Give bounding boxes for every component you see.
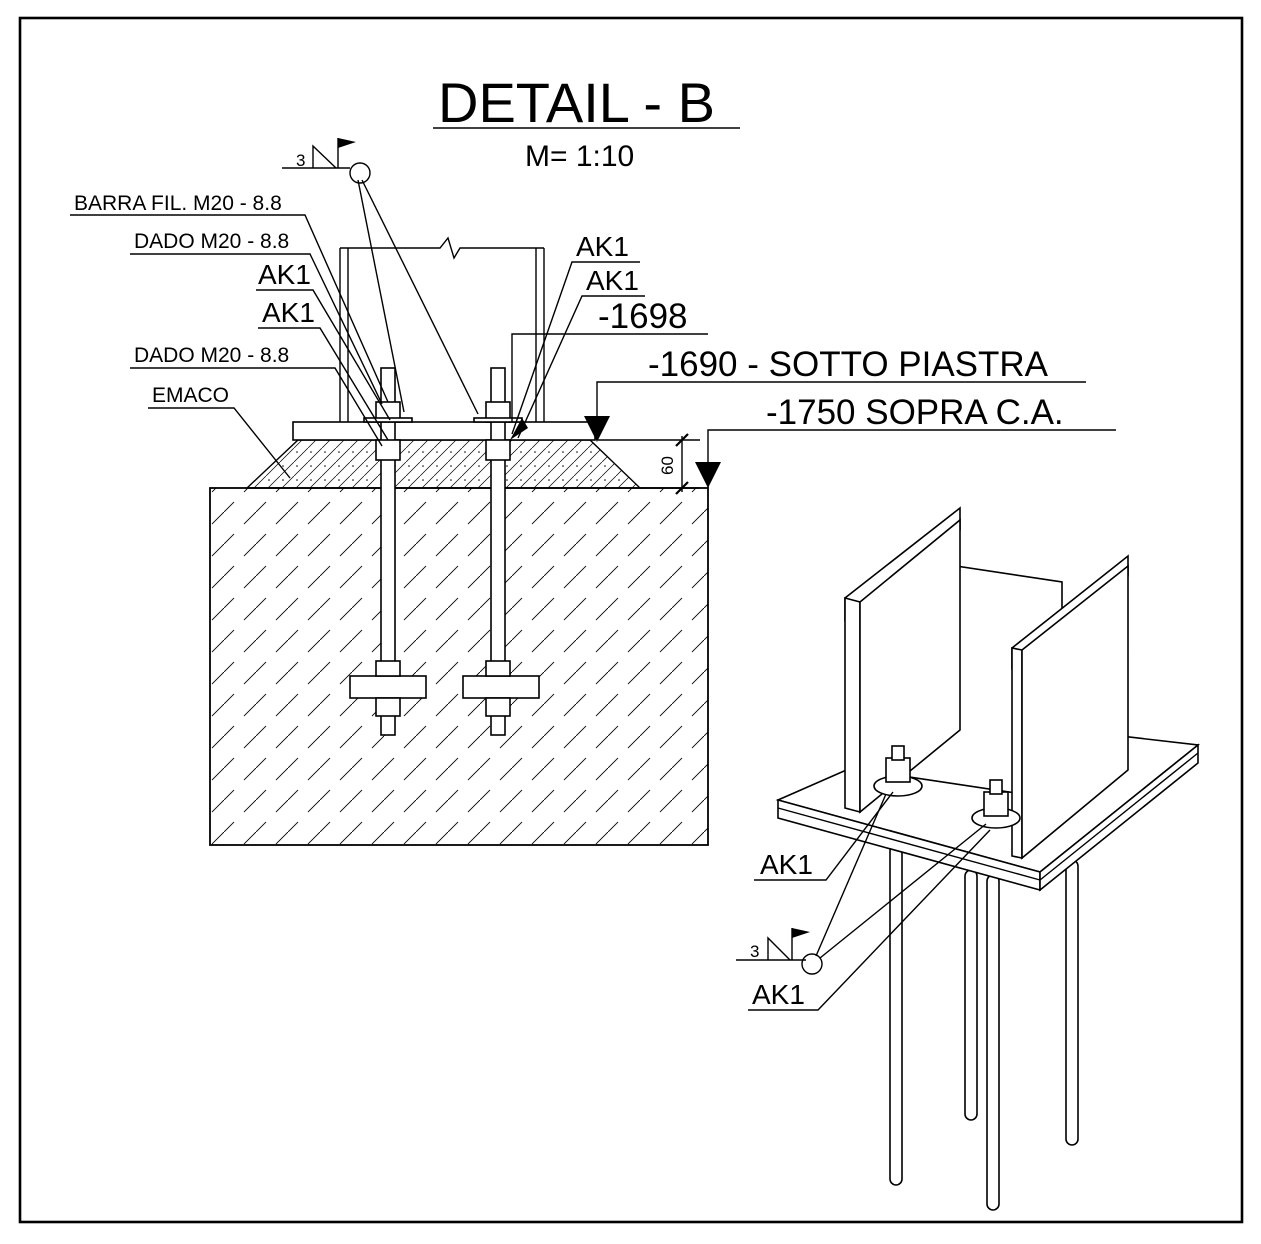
- iso-nut-1: [885, 757, 911, 783]
- weld-leader-iso-2: [819, 823, 987, 959]
- weld-all-around-top: [349, 162, 371, 184]
- weld-flag-iso: [792, 928, 810, 938]
- nut-anchor-left-top: [375, 660, 401, 677]
- iso-flange-left-face: [844, 596, 861, 814]
- leader-ak1-a: [256, 289, 391, 421]
- dimension-60: 60: [658, 456, 677, 475]
- weld-leader-top-2: [361, 179, 479, 415]
- elevation-1750-marker: [695, 462, 721, 488]
- iso-plate-edge-1: [777, 807, 1041, 881]
- weld-flag-top: [338, 138, 356, 148]
- elevation-1690-marker: [584, 416, 610, 442]
- weld-symbol-iso: [767, 936, 791, 961]
- scale-label: M= 1:10: [525, 140, 634, 173]
- weld-all-around-iso: [801, 953, 823, 975]
- column-break-line: [340, 236, 544, 260]
- elevation-1750-line: [707, 429, 1116, 488]
- label-barra: BARRA FIL. M20 - 8.8: [74, 192, 282, 215]
- grout-layer: [245, 439, 642, 489]
- elevation-1690: -1690 - SOTTO PIASTRA: [648, 345, 1049, 384]
- label-ak1-right-b: AK1: [586, 265, 639, 296]
- detail-title: DETAIL - B: [438, 71, 715, 134]
- label-ak1-b: AK1: [262, 297, 315, 328]
- nut-level-right: [485, 439, 511, 461]
- drawing-frame: [18, 16, 1244, 1224]
- iso-flange-right-front: [1021, 564, 1129, 860]
- leader-dado-bottom: [130, 367, 383, 447]
- leader-emaco: [148, 407, 291, 479]
- anchor-plate-right: [462, 675, 540, 699]
- elevation-1698-line: [511, 333, 708, 422]
- iso-plate-edge-2: [1039, 752, 1199, 881]
- elevation-1698: -1698: [598, 297, 688, 336]
- label-dado-top: DADO M20 - 8.8: [134, 230, 289, 253]
- label-ak1-right-a: AK1: [576, 231, 629, 262]
- leader-ak1-right-b: [517, 295, 645, 439]
- nut-anchor-right-top: [485, 660, 511, 677]
- leader-dado-top: [130, 253, 383, 405]
- washer-top-right: [473, 417, 523, 423]
- iso-nut-2: [983, 791, 1009, 817]
- iso-flange-right-face: [1011, 647, 1023, 859]
- leader-ak1-iso-b: [748, 829, 991, 1011]
- weld-symbol-top: [312, 144, 337, 169]
- iso-rod-4: [1065, 859, 1079, 1146]
- weld-arrow-right: [510, 418, 528, 440]
- dim-tick-top: [675, 433, 689, 447]
- iso-flange-left-front: [859, 518, 961, 814]
- weld-leader-top-1: [357, 179, 405, 413]
- nut-anchor-right-bot: [485, 697, 511, 717]
- iso-bolt-1: [891, 745, 905, 761]
- label-emaco: EMACO: [152, 384, 229, 407]
- weld-size-iso: 3: [750, 942, 759, 961]
- nut-anchor-left-bot: [375, 697, 401, 717]
- weld-size-top: 3: [296, 151, 305, 170]
- label-ak1-a: AK1: [258, 259, 311, 290]
- elevation-1750: -1750 SOPRA C.A.: [766, 393, 1064, 432]
- weld-leader-iso-1: [815, 793, 887, 957]
- leader-ak1-b: [258, 327, 389, 441]
- washer-top-left: [363, 417, 413, 423]
- iso-rod-3: [986, 874, 1000, 1211]
- label-ak1-iso-a: AK1: [760, 849, 813, 880]
- iso-rod-2: [964, 869, 978, 1121]
- leader-ak1-iso-a: [754, 791, 894, 881]
- leader-barra: [70, 214, 389, 403]
- anchor-plate-left: [349, 675, 427, 699]
- concrete-block: [209, 487, 709, 846]
- iso-bolt-2: [989, 779, 1003, 795]
- leader-ak1-right-a: [511, 261, 640, 435]
- dim-tick-bottom: [675, 481, 689, 495]
- base-plate: [292, 421, 596, 441]
- label-ak1-iso-b: AK1: [752, 979, 805, 1010]
- iso-plate-side-right: [1039, 743, 1199, 892]
- label-dado-bottom: DADO M20 - 8.8: [134, 344, 289, 367]
